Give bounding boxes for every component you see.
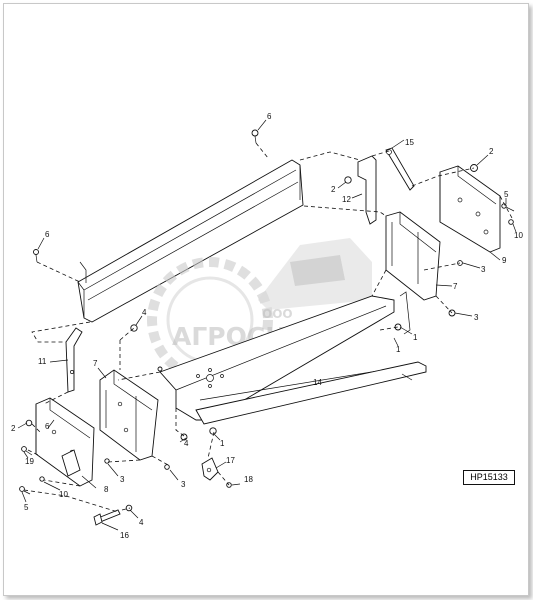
bracket-11	[65, 327, 83, 393]
screw-icon	[33, 249, 39, 263]
leader-lines	[17, 119, 517, 531]
top-rail-panel	[77, 159, 304, 323]
callout-8: 8	[104, 485, 109, 494]
mount-bracket-7-left	[99, 369, 159, 461]
frame-rail-14	[159, 291, 427, 425]
nut-icon	[251, 129, 259, 144]
callout-3: 3	[120, 475, 125, 484]
bolt-16	[93, 509, 121, 526]
callout-3: 3	[481, 265, 486, 274]
nut-icon	[394, 323, 402, 331]
side-plate-8	[35, 397, 95, 487]
callout-2: 2	[331, 185, 336, 194]
callout-5: 5	[504, 190, 509, 199]
callout-1: 1	[396, 345, 401, 354]
callout-1: 1	[413, 333, 418, 342]
callout-4: 4	[184, 439, 189, 448]
callout-12: 12	[342, 195, 351, 204]
screw-icon	[104, 458, 110, 464]
nut-icon	[25, 419, 33, 427]
callout-6: 6	[45, 230, 50, 239]
nut-icon	[344, 176, 352, 184]
screw-icon	[157, 366, 163, 372]
callout-labels: 6 15 2 2 12 5 10 6 9 3 7 3 4 1 1 11 7 14…	[11, 112, 523, 540]
callout-3: 3	[474, 313, 479, 322]
side-plate-9	[439, 165, 501, 253]
screw-icon	[21, 446, 33, 456]
callout-10: 10	[514, 231, 523, 240]
callout-6: 6	[45, 422, 50, 431]
callout-9: 9	[502, 256, 507, 265]
screw-icon	[19, 486, 31, 495]
callout-16: 16	[120, 531, 129, 540]
callout-17: 17	[226, 456, 235, 465]
callout-14: 14	[313, 378, 322, 387]
screw-icon	[39, 476, 45, 482]
callout-4: 4	[139, 518, 144, 527]
callout-6: 6	[267, 112, 272, 121]
watermark-small-text: ООО	[262, 307, 293, 321]
nut-icon	[508, 219, 514, 225]
screw-icon	[164, 464, 170, 470]
mount-bracket-7-right	[385, 211, 441, 301]
callout-4: 4	[142, 308, 147, 317]
callout-19: 19	[25, 457, 34, 466]
callout-10: 10	[59, 490, 68, 499]
callout-3: 3	[181, 480, 186, 489]
fasteners	[19, 129, 515, 512]
rod-15	[385, 147, 415, 191]
callout-11: 11	[38, 357, 47, 366]
callout-7: 7	[93, 359, 98, 368]
figure-reference-label: HP15133	[463, 470, 515, 485]
callout-15: 15	[405, 138, 414, 147]
callout-18: 18	[244, 475, 253, 484]
nut-icon	[209, 427, 217, 435]
bracket-12	[357, 155, 377, 225]
bracket-17	[201, 457, 219, 481]
callout-2: 2	[11, 424, 16, 433]
callout-1: 1	[220, 439, 225, 448]
assembly-lines	[23, 142, 513, 513]
callout-7: 7	[453, 282, 458, 291]
callout-5: 5	[24, 503, 29, 512]
callout-2: 2	[489, 147, 494, 156]
